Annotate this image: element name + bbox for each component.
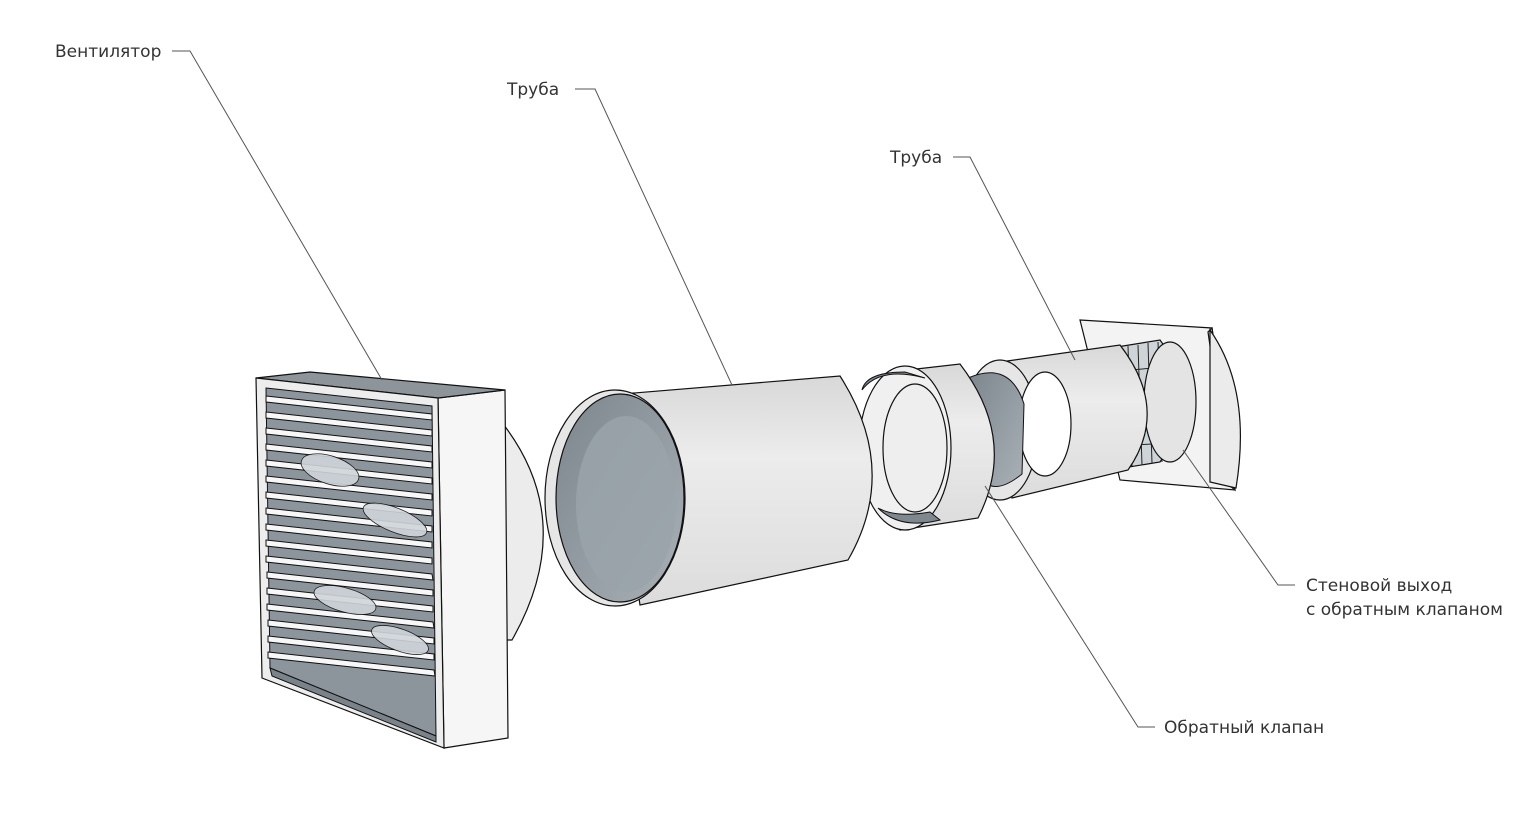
- label-check-valve: Обратный клапан: [1164, 718, 1324, 738]
- leader-pipe-1: [575, 88, 733, 386]
- labels: Вентилятор Труба Труба Стеновой выход с …: [55, 42, 1503, 738]
- label-pipe-2: Труба: [889, 148, 942, 168]
- leader-pipe-2: [953, 156, 1076, 361]
- label-fan: Вентилятор: [55, 42, 161, 62]
- leader-wall-outlet: [1182, 449, 1295, 586]
- label-wall-outlet-line1: Стеновой выход: [1306, 576, 1452, 596]
- label-pipe-1: Труба: [506, 80, 559, 100]
- fan-grille: [265, 387, 437, 743]
- pipe-1: [544, 375, 873, 607]
- check-valve: [858, 363, 995, 531]
- fan: [255, 371, 544, 749]
- leader-check-valve: [984, 485, 1155, 728]
- label-wall-outlet-line2: с обратным клапаном: [1306, 600, 1503, 620]
- leader-fan: [172, 50, 383, 381]
- leader-lines: [172, 50, 1295, 728]
